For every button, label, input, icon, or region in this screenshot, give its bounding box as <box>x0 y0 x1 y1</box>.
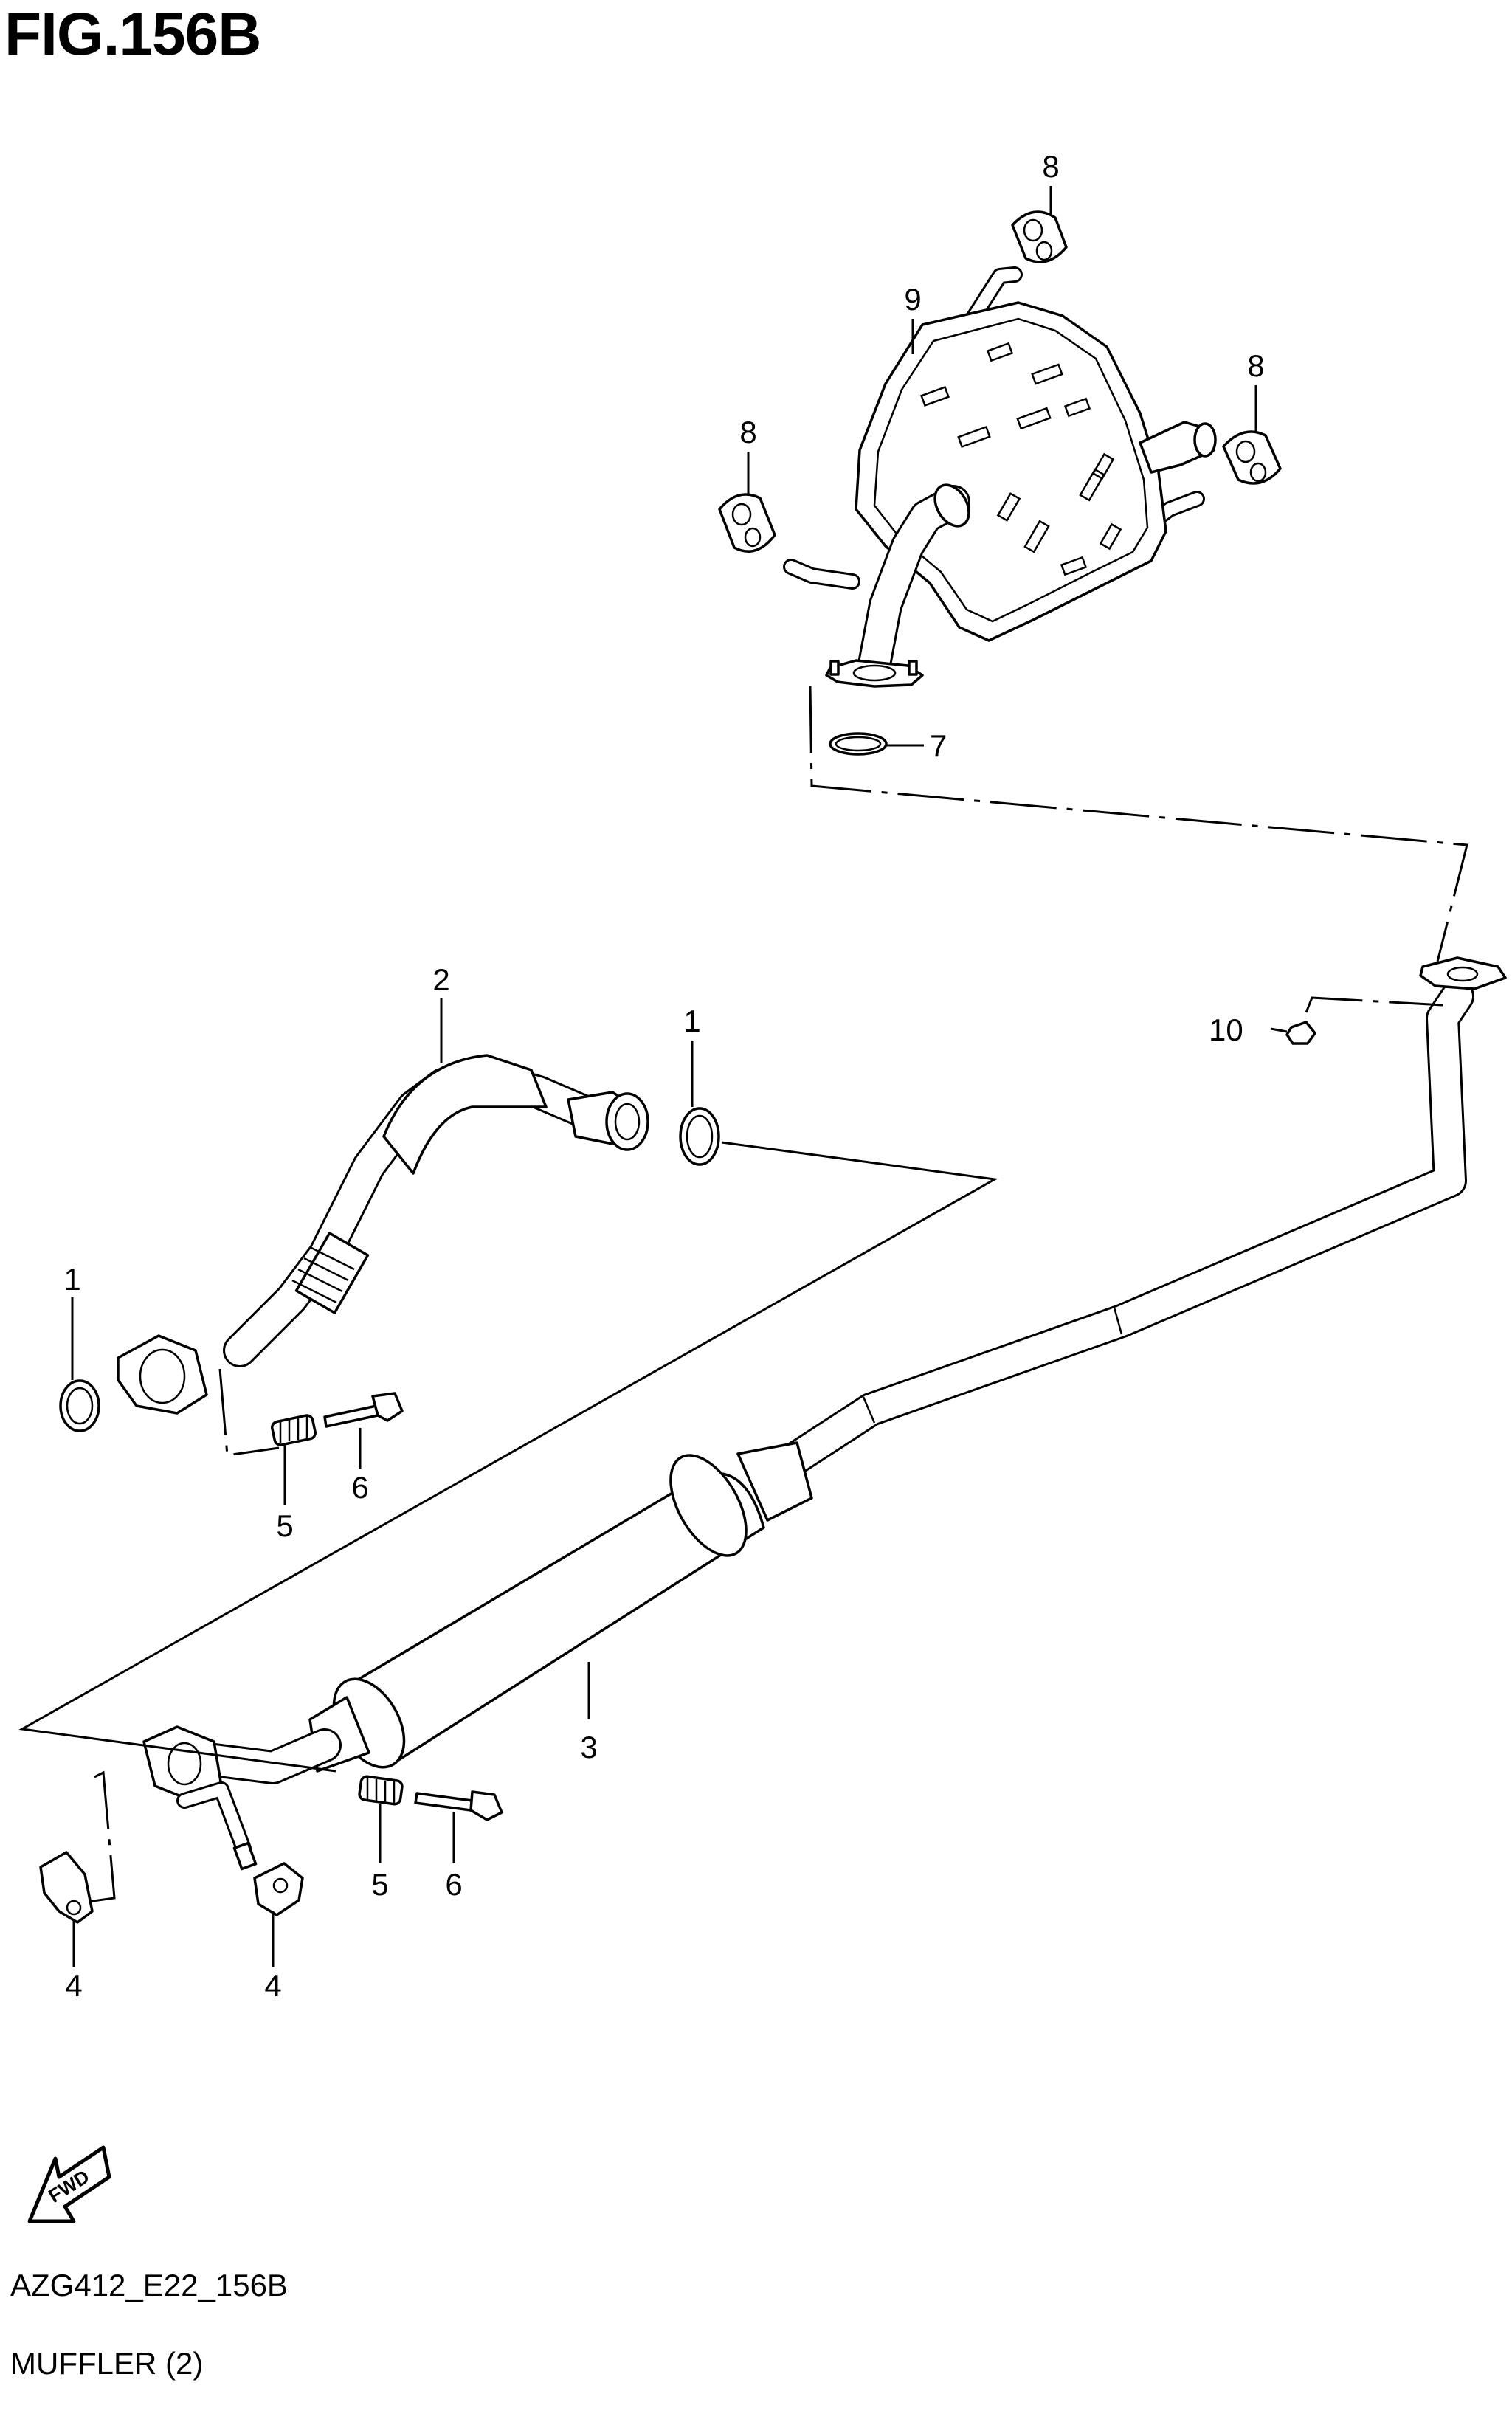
callout-6-upper: 6 <box>351 1470 368 1505</box>
front-pipe <box>117 1054 649 1415</box>
fwd-arrow-icon: FWD <box>27 2145 111 2223</box>
spring-upper <box>271 1414 317 1446</box>
gasket-7 <box>829 732 888 756</box>
callout-8-right: 8 <box>1247 348 1264 383</box>
callout-8-top: 8 <box>1042 149 1059 184</box>
bracket-right <box>253 1862 304 1916</box>
figure-name: MUFFLER (2) <box>10 2346 204 2381</box>
callout-10: 10 <box>1209 1012 1243 1047</box>
callout-3: 3 <box>580 1730 597 1764</box>
mounting-rubber-top <box>1011 210 1068 263</box>
callout-5-upper: 5 <box>276 1508 293 1543</box>
mounting-rubber-left <box>718 493 776 553</box>
callout-9: 9 <box>904 282 921 317</box>
callout-4-left: 4 <box>65 1968 82 2003</box>
bolt-upper <box>323 1392 404 1428</box>
figure-title: FIG.156B <box>4 1 261 68</box>
callout-4-right: 4 <box>264 1968 281 2003</box>
bracket-left <box>39 1851 94 1924</box>
seal-ring-left <box>59 1379 100 1432</box>
spring-lower <box>358 1775 404 1806</box>
rear-muffler <box>783 266 1217 688</box>
callout-1-top: 1 <box>683 1004 700 1038</box>
leader-lines <box>18 186 1468 1967</box>
callout-2: 2 <box>432 962 449 997</box>
mounting-rubber-right <box>1222 430 1282 485</box>
bolt-lower <box>414 1790 503 1821</box>
callout-1-left: 1 <box>63 1262 80 1297</box>
callout-8-left: 8 <box>739 415 756 449</box>
figure-code: AZG412_E22_156B <box>10 2268 288 2302</box>
callout-6-lower: 6 <box>445 1867 462 1902</box>
callout-7: 7 <box>930 728 947 763</box>
callout-5-lower: 5 <box>371 1867 388 1902</box>
seal-ring-top <box>679 1107 720 1166</box>
nut-10 <box>1285 1021 1316 1045</box>
center-pipe-muffler <box>142 956 1507 1871</box>
